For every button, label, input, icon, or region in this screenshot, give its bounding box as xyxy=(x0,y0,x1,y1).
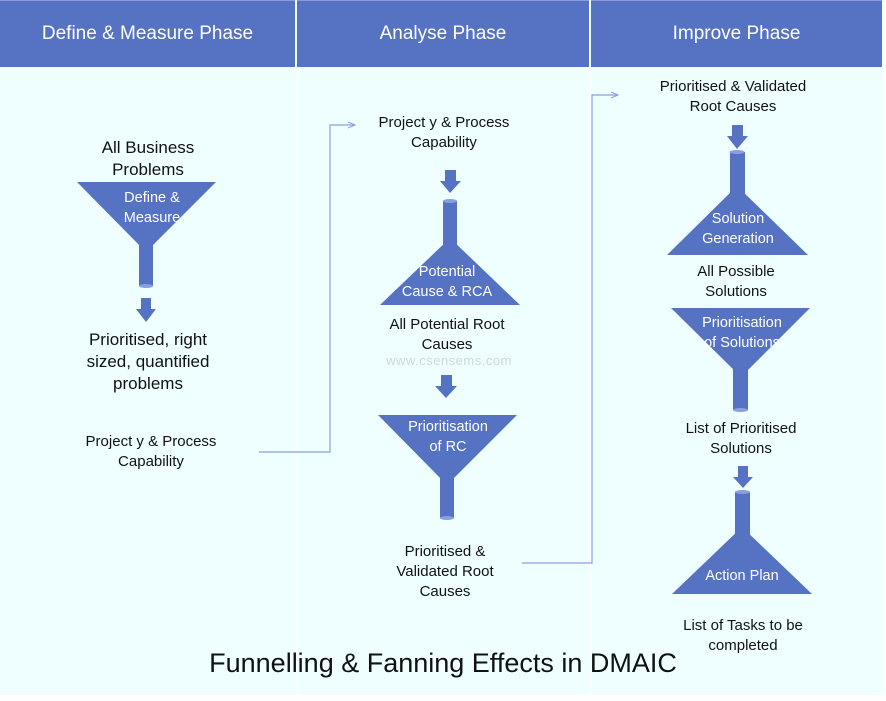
fan-stem-end xyxy=(729,150,745,154)
funnel-stem xyxy=(139,238,153,286)
funnel-stem xyxy=(440,470,454,518)
header-label: Define & Measure Phase xyxy=(41,23,254,44)
define-output-label: Prioritised, right sized, quantified pro… xyxy=(86,330,210,393)
analyse-input-label: Project y & Process Capability xyxy=(378,114,510,151)
header-label: Improve Phase xyxy=(672,23,801,44)
funnel-stem-end xyxy=(440,516,454,520)
funnel-prioritisation-rc xyxy=(378,415,517,520)
define-handoff-label: Project y & Process Capability xyxy=(85,433,217,470)
column-divider xyxy=(590,67,591,695)
define-input-label: All Business Problems xyxy=(101,138,195,179)
analyse-output-label: Prioritised & Validated Root Causes xyxy=(396,543,494,600)
down-arrow-icon xyxy=(435,375,457,398)
fan-cone xyxy=(672,527,812,594)
header-label: Analyse Phase xyxy=(379,23,507,44)
down-arrow-icon xyxy=(733,466,753,488)
improve-output-label: List of Tasks to be completed xyxy=(683,617,803,654)
connector-define-to-analyse xyxy=(259,121,357,453)
fan-cone xyxy=(667,186,808,255)
potential-cause-rca-stage-label: Potential Cause & RCA xyxy=(401,264,493,300)
fan-stem-end xyxy=(735,490,750,494)
funnel-stem xyxy=(733,362,748,410)
action-plan-stage-label: Action Plan xyxy=(705,568,779,584)
funnel-cone xyxy=(77,182,216,252)
diagram-title: Funnelling & Fanning Effects in DMAIC xyxy=(209,648,677,678)
fan-cone xyxy=(380,238,520,305)
watermark: www.csensems.com xyxy=(386,353,512,368)
column-divider xyxy=(296,67,297,695)
down-arrow-icon xyxy=(727,125,748,149)
funnel-define-measure xyxy=(77,182,216,288)
funnel-prioritisation-solutions xyxy=(671,308,810,412)
solution-generation-stage-label: Solution Generation xyxy=(702,211,774,247)
define-measure-stage-label: Define & Measure xyxy=(123,190,181,226)
improve-mid1-label: All Possible Solutions xyxy=(697,263,775,300)
funnel-cone xyxy=(378,415,517,485)
funnel-cone xyxy=(671,308,810,377)
improve-mid2-label: List of Prioritised Solutions xyxy=(685,420,797,457)
header-analyse-phase: Analyse Phase xyxy=(297,0,589,67)
fan-stem xyxy=(730,152,745,194)
down-arrow-icon xyxy=(136,298,156,322)
fan-action-plan xyxy=(672,490,812,594)
analyse-mid-label: All Potential Root Causes xyxy=(389,316,505,353)
header-define-measure-phase: Define & Measure Phase xyxy=(0,0,295,67)
fan-solution-generation xyxy=(667,150,808,255)
prioritisation-rc-stage-label: Prioritisation of RC xyxy=(408,419,488,455)
improve-input-label: Prioritised & Validated Root Causes xyxy=(659,78,807,115)
funnel-stem-end xyxy=(733,408,748,412)
header-improve-phase: Improve Phase xyxy=(591,0,882,67)
fan-stem xyxy=(735,492,750,540)
fan-potential-cause-rca xyxy=(380,199,520,305)
fan-stem-end xyxy=(443,199,457,203)
fan-stem xyxy=(443,201,457,247)
funnel-stem-end xyxy=(139,284,153,288)
prioritisation-solutions-stage-label: Prioritisation of Solutions xyxy=(702,315,782,351)
connector-analyse-to-improve xyxy=(522,91,620,564)
down-arrow-icon xyxy=(440,170,461,193)
